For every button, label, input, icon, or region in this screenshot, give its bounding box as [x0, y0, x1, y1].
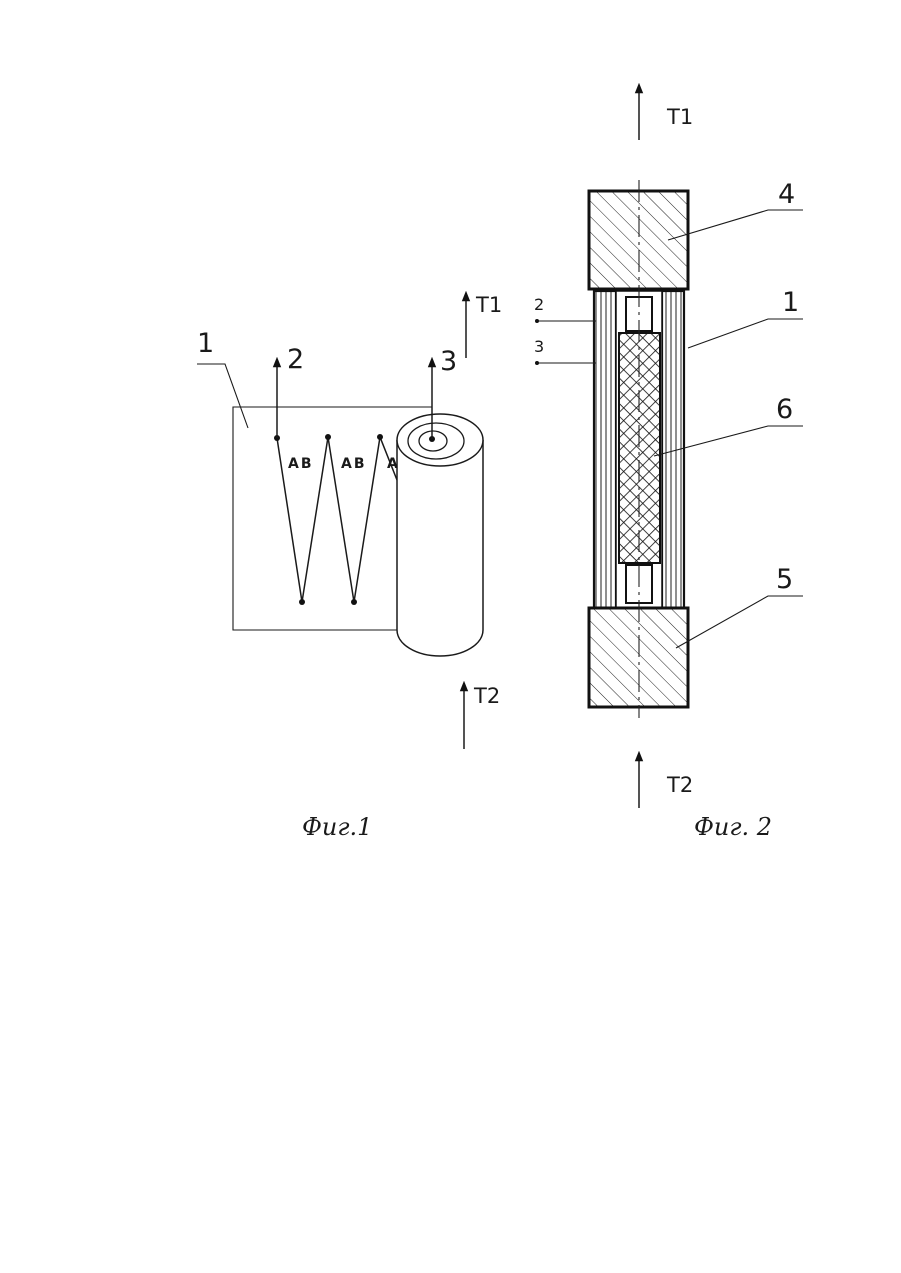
fig2-core-label: 6 — [776, 394, 793, 425]
fig2-lead-3-label: 3 — [534, 337, 544, 356]
fig2-flow-bottom-label: T2 — [666, 773, 693, 797]
fig1-flow-top-label: T1 — [475, 293, 502, 317]
figure-1-caption: Фиг.1 — [302, 813, 372, 841]
fig2-tube-wall-left — [594, 291, 616, 608]
figure-1: 1 AB AB A 2 3 T1 T2 Фи — [197, 293, 502, 841]
fig2-bottom-cap-leader — [676, 596, 803, 648]
figure-2-caption: Фиг. 2 — [694, 813, 772, 841]
fig2-bottom-cap-label: 5 — [776, 564, 793, 595]
fig2-lead-2-label: 2 — [534, 295, 544, 314]
fig2-bottom-cap-hatch — [589, 608, 688, 707]
fig1-sheet-leader — [197, 364, 248, 428]
fig1-rolled-cylinder — [397, 414, 483, 656]
fig2-top-cap-label: 4 — [778, 179, 795, 210]
fig2-top-cap-hatch — [589, 191, 688, 289]
fig1-lead-2-label: 2 — [287, 344, 304, 375]
figure-2: T1 4 1 6 5 2 3 — [534, 88, 803, 841]
fig1-flow-bottom-label: T2 — [473, 684, 500, 708]
fig1-zone-label: AB — [288, 456, 314, 472]
fig1-lead-3-label: 3 — [440, 346, 457, 377]
fig2-tube-leader — [688, 319, 803, 348]
fig2-flow-top-label: T1 — [666, 105, 693, 129]
fig2-tube-label: 1 — [782, 287, 799, 318]
fig1-zone-label: AB — [341, 456, 367, 472]
fig1-sheet-label: 1 — [197, 328, 214, 359]
